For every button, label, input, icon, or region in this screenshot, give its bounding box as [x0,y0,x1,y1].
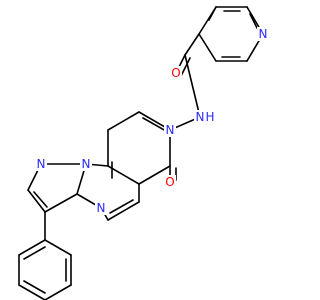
atom-n-pyridine-label: N [259,27,268,41]
bond-21 [142,117,167,132]
bond-46 [23,280,46,294]
atom-n-pyrazole: N [35,157,47,171]
bond-45 [23,246,46,260]
atom-n-bridge: N [80,157,92,171]
atom-n-ring: N [164,123,176,137]
bond-7 [249,13,258,29]
bond-40 [44,284,72,300]
atom-h-amide-label: H [205,110,214,124]
bond-12 [180,57,191,77]
bond-34 [27,189,46,213]
atom-n-pyrimidine: N [95,201,107,215]
atom-nh-amide: N H [194,110,216,124]
bond-6 [208,6,217,21]
atom-o-amide-label: O [171,66,180,80]
bond-18 [107,165,140,185]
bond-3 [198,33,217,62]
atom-n-amide-label: N [196,110,205,124]
atom-n-pyrimidine-label: N [97,201,106,215]
molecule-diagram: N O N H N O N N N [18,6,269,300]
bond-41 [18,284,46,300]
atom-o-amide: O [170,66,182,80]
bond-43 [18,239,46,256]
bond-layer [18,6,264,300]
bond-30 [109,199,134,214]
bond-16 [107,111,140,131]
atom-n-pyrazole-label: N [37,157,46,171]
atom-o-ketone: O [164,175,176,189]
bond-36 [33,191,48,208]
atom-n-ring-label: N [166,123,175,137]
bond-26 [107,201,140,221]
atom-label-layer: N O N H N O N N N [35,27,269,215]
bond-10 [184,33,200,56]
bond-19 [138,165,171,185]
atom-n-bridge-label: N [82,157,91,171]
bond-35 [44,193,78,213]
atom-o-ketone-label: O [165,175,174,189]
atom-n-pyridine: N [257,27,269,41]
bond-38 [44,239,72,256]
bond-13 [184,54,201,118]
